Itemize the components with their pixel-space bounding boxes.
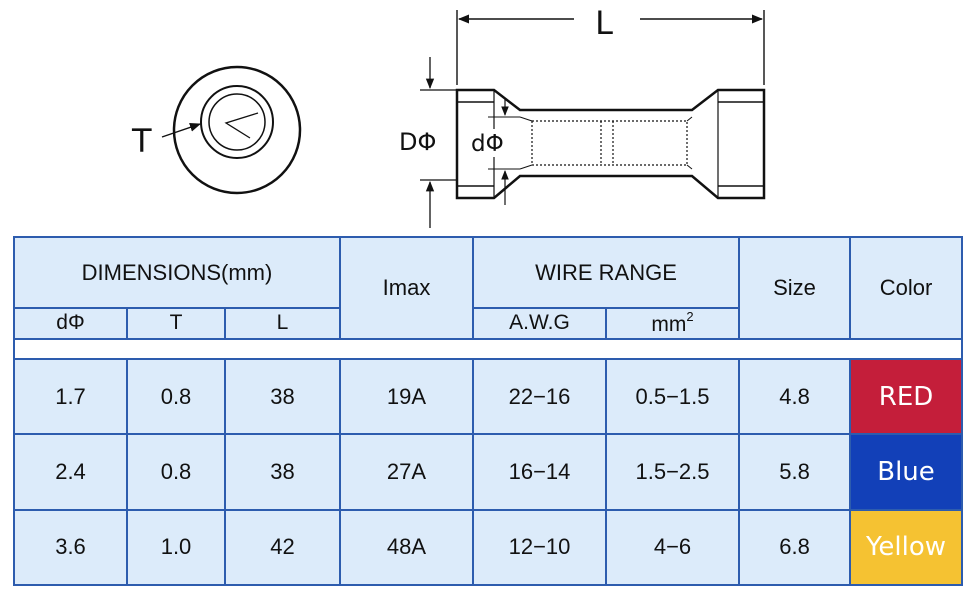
wire-range-header: WIRE RANGE xyxy=(471,235,741,310)
awg-subheader: A.W.G xyxy=(472,307,607,340)
mm2-cell: 1.5−2.5 xyxy=(604,433,741,511)
outer-diameter-label: DΦ xyxy=(399,128,436,156)
l-cell: 38 xyxy=(224,358,341,436)
mm2-subheader: mm2 xyxy=(604,307,741,340)
imax-cell: 19A xyxy=(339,358,474,436)
d-cell: 1.7 xyxy=(13,358,128,436)
d-subheader: dΦ xyxy=(13,307,128,340)
awg-cell: 16−14 xyxy=(472,433,607,511)
inner-diameter-label: dΦ xyxy=(471,131,504,157)
table-row: 1.7 0.8 38 19A 22−16 0.5−1.5 4.8 RED xyxy=(13,358,964,436)
d-cell: 3.6 xyxy=(13,508,128,587)
inner-diameter-dimension xyxy=(488,98,520,205)
t-cell: 0.8 xyxy=(126,358,226,436)
color-cell: Yellow xyxy=(849,508,964,587)
length-label: L xyxy=(595,4,613,42)
imax-cell: 27A xyxy=(339,433,474,511)
subheader-row: dΦ T L A.W.G mm2 xyxy=(13,307,962,340)
color-cell: RED xyxy=(849,358,964,436)
spacer-row xyxy=(12,337,964,361)
table-row: 2.4 0.8 38 27A 16−14 1.5−2.5 5.8 Blue xyxy=(13,433,964,511)
awg-cell: 12−10 xyxy=(472,508,607,587)
connector-body xyxy=(455,88,766,200)
size-cell: 4.8 xyxy=(738,358,852,436)
length-dimension xyxy=(456,10,765,85)
size-cell: 6.8 xyxy=(738,508,852,587)
mm-exponent: 2 xyxy=(686,309,694,325)
l-cell: 38 xyxy=(224,433,341,511)
imax-cell: 48A xyxy=(339,508,474,587)
mm2-cell: 0.5−1.5 xyxy=(604,358,741,436)
t-cell: 1.0 xyxy=(126,508,226,587)
mm-unit: mm xyxy=(651,313,687,337)
header-row: DIMENSIONS(mm) Imax WIRE RANGE Size Colo… xyxy=(13,235,964,340)
dimensions-header: DIMENSIONS(mm) xyxy=(13,235,341,310)
outer-diameter-dimension xyxy=(420,57,457,228)
d-cell: 2.4 xyxy=(13,433,128,511)
size-header: Size xyxy=(738,236,852,340)
size-cell: 5.8 xyxy=(738,433,852,511)
t-subheader: T xyxy=(126,307,226,340)
imax-header: Imax xyxy=(339,236,474,340)
thickness-label: T xyxy=(131,122,152,160)
table-row: 3.6 1.0 42 48A 12−10 4−6 6.8 Yellow xyxy=(13,508,964,587)
mm2-cell: 4−6 xyxy=(604,508,741,587)
color-header: Color xyxy=(849,236,964,340)
l-subheader: L xyxy=(224,307,341,340)
t-cell: 0.8 xyxy=(126,433,226,511)
connector-drawing: T L DΦ dΦ xyxy=(131,4,766,228)
l-cell: 42 xyxy=(224,508,341,587)
spec-table: DIMENSIONS(mm) Imax WIRE RANGE Size Colo… xyxy=(12,235,964,587)
end-view xyxy=(161,65,302,195)
awg-cell: 22−16 xyxy=(472,358,607,436)
color-cell: Blue xyxy=(849,433,964,511)
